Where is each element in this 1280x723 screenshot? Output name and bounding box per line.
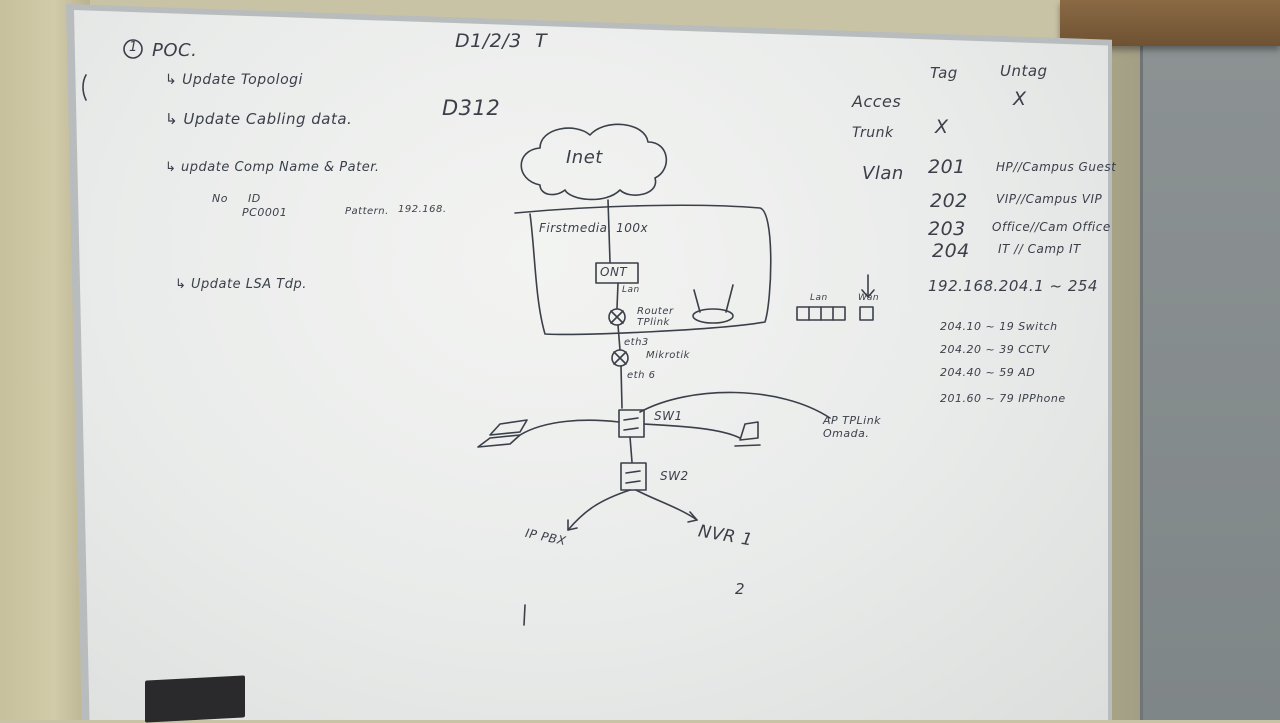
- trunk-tag-x: X: [935, 116, 949, 138]
- isp-box: [514, 204, 772, 336]
- lan-port-label: Lan: [810, 293, 828, 303]
- poc-title: POC.: [152, 40, 198, 61]
- lan-under-ont: Lan: [622, 285, 640, 295]
- row-trunk: Trunk: [852, 125, 894, 141]
- sw2-symbol: [620, 462, 647, 491]
- sw1-to-ap-line: [639, 391, 831, 419]
- vlan-name-204: IT // Camp IT: [998, 242, 1081, 256]
- ip-range-switch: 204.10 ~ 19 Switch: [940, 320, 1058, 333]
- vlan-name-203: Office//Cam Office: [992, 220, 1111, 234]
- internet-cloud: [520, 123, 668, 201]
- sw1-to-laptop-line: [519, 419, 620, 436]
- phone-icon: [734, 421, 761, 447]
- whiteboard: [74, 10, 1108, 720]
- sw1-label: SW1: [654, 409, 683, 423]
- vlan-id-204: 204: [932, 240, 970, 262]
- col-untag: Untag: [1000, 62, 1048, 80]
- cloud-to-ont-line: [607, 199, 611, 263]
- note-sub-ip: 192.168.: [398, 204, 447, 215]
- mikrotik-to-sw1-line: [620, 365, 623, 409]
- stray-paren: [82, 74, 87, 101]
- wooden-shelf: [1060, 0, 1280, 46]
- col-tag: Tag: [930, 64, 958, 82]
- sw1-symbol: [618, 409, 645, 438]
- vlan-name-202: VIP//Campus VIP: [996, 192, 1103, 206]
- sw2-label: SW2: [660, 469, 689, 483]
- mikrotik-symbol: [611, 349, 629, 367]
- note-item-lsa: ↳ Update LSA Tdp.: [175, 277, 307, 292]
- vlan-id-203: 203: [928, 218, 966, 240]
- door: [1140, 40, 1280, 720]
- eth3-label: eth3: [624, 337, 649, 348]
- vlan-id-202: 202: [930, 190, 968, 212]
- note-item-topology: ↳ Update Topologi: [165, 72, 303, 88]
- cloud-label: Inet: [566, 147, 603, 168]
- note-item-compname: ↳ update Comp Name & Pater.: [165, 160, 380, 175]
- dates-label: D1/2/3: [455, 30, 522, 52]
- ip-range-ipphone: 201.60 ~ 79 IPPhone: [940, 392, 1066, 405]
- ap-label: AP TPLink Omada.: [823, 414, 882, 440]
- wan-arrow: [861, 274, 875, 298]
- ont-to-router-line: [616, 282, 619, 309]
- wan-port: [859, 306, 874, 321]
- note-sub-no: No: [212, 192, 228, 205]
- eth6-label: eth 6: [627, 370, 656, 381]
- laptop-icon: [477, 419, 528, 448]
- sw1-to-sw2-line: [629, 436, 633, 463]
- sw1-to-phone-line: [643, 423, 741, 439]
- ont-label: ONT: [600, 265, 628, 279]
- sw2-to-nvr-line: [635, 489, 698, 521]
- access-untag-x: X: [1013, 88, 1027, 110]
- note-sub-pattern: Pattern.: [345, 206, 389, 217]
- vlan-name-201: HP//Campus Guest: [996, 160, 1117, 174]
- stray-mark: [523, 604, 526, 626]
- mikrotik-label: Mikrotik: [646, 350, 690, 361]
- note-sub-pc: PC0001: [242, 206, 288, 219]
- ip-range-cctv: 204.20 ~ 39 CCTV: [940, 343, 1050, 356]
- ip-range-ad: 204.40 ~ 59 AD: [940, 366, 1036, 379]
- row-access: Acces: [852, 92, 902, 111]
- ont-box: [595, 262, 639, 284]
- note-sub-id: ID: [248, 192, 261, 205]
- room-label: D312: [442, 96, 501, 120]
- note-item-cabling: ↳ Update Cabling data.: [165, 110, 353, 128]
- router-to-mikrotik-line: [617, 324, 621, 351]
- subnet-range: 192.168.204.1 ~ 254: [928, 277, 1098, 295]
- poc-number: 1: [129, 40, 138, 55]
- whiteboard-eraser: [145, 675, 245, 723]
- t-label: T: [535, 30, 548, 52]
- isp-label: Firstmedia. 100x: [539, 221, 649, 235]
- wireless-router-icon: [692, 308, 734, 324]
- poc-circle: [123, 39, 143, 59]
- vlan-label: Vlan: [862, 163, 904, 184]
- sw2-to-ippbx-line: [567, 489, 631, 531]
- vlan-id-201: 201: [928, 156, 966, 178]
- stray-number-1: 1: [518, 604, 519, 605]
- router-label: Router TPlink: [637, 306, 674, 328]
- nvr-2-label: 2: [735, 580, 746, 598]
- router-symbol: [608, 308, 626, 326]
- wan-port-label: Wan: [858, 293, 880, 303]
